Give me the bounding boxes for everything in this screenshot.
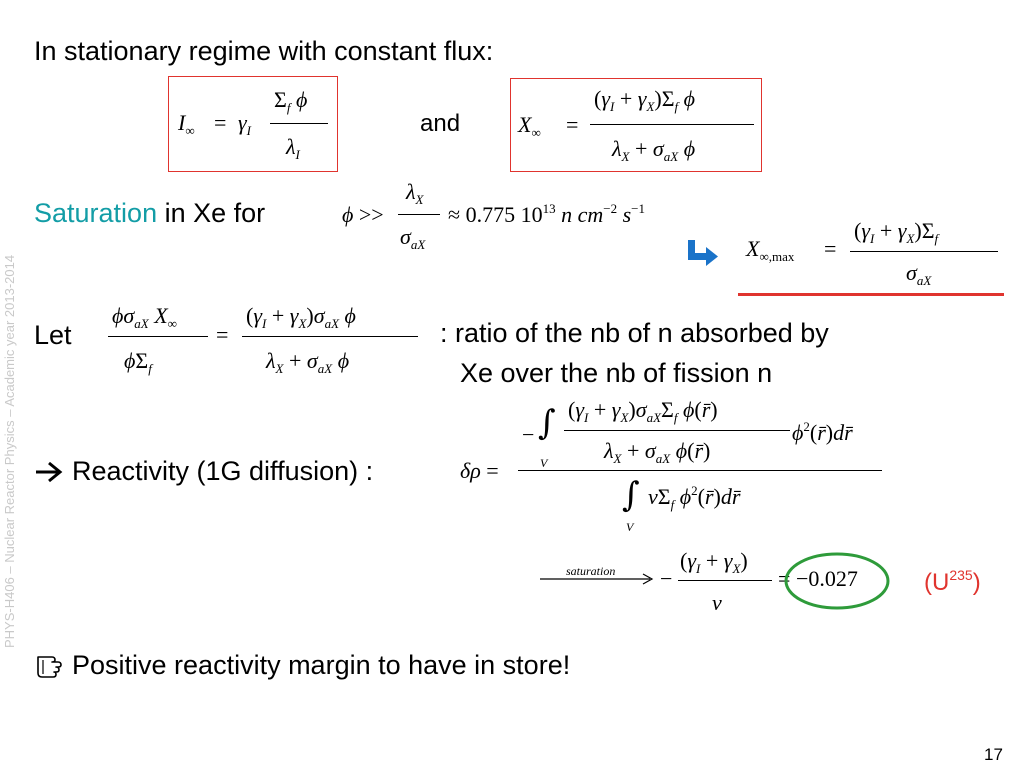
saturation-arrow-label: saturation [566,564,616,578]
side-course-label: PHYS-H406 – Nuclear Reactor Physics – Ac… [2,254,17,648]
right-arrow-icon [34,460,64,489]
xenon-equation-box [510,78,762,172]
slide-heading: In stationary regime with constant flux: [34,36,494,66]
u235-superscript: 235 [949,567,973,583]
saturation-value: ≈ 0.775 10 [448,202,543,227]
curved-arrow-icon [686,238,720,273]
red-underline [738,293,1004,296]
saturation-word: Saturation [34,198,158,228]
pointing-hand-icon [34,652,62,685]
let-label: Let [34,320,72,350]
page-number: 17 [984,745,1003,764]
conclusion-text: Positive reactivity margin to have in st… [72,650,571,680]
u235-label: (U [924,569,950,596]
ratio-line-1: : ratio of the nb of n absorbed by [440,318,829,348]
reactivity-label: Reactivity (1G diffusion) : [72,456,374,486]
ratio-line-2: Xe over the nb of fission n [460,358,773,388]
saturation-exponent: 13 [542,201,556,216]
and-label: and [420,110,461,137]
saturation-rest: in Xe for [164,198,266,228]
limit-arrow-icon [540,573,654,585]
iodine-equation-box [168,76,338,172]
result-value: −0.027 [796,566,858,591]
u235-close: ) [972,569,981,596]
result-highlight-circle [784,552,890,610]
